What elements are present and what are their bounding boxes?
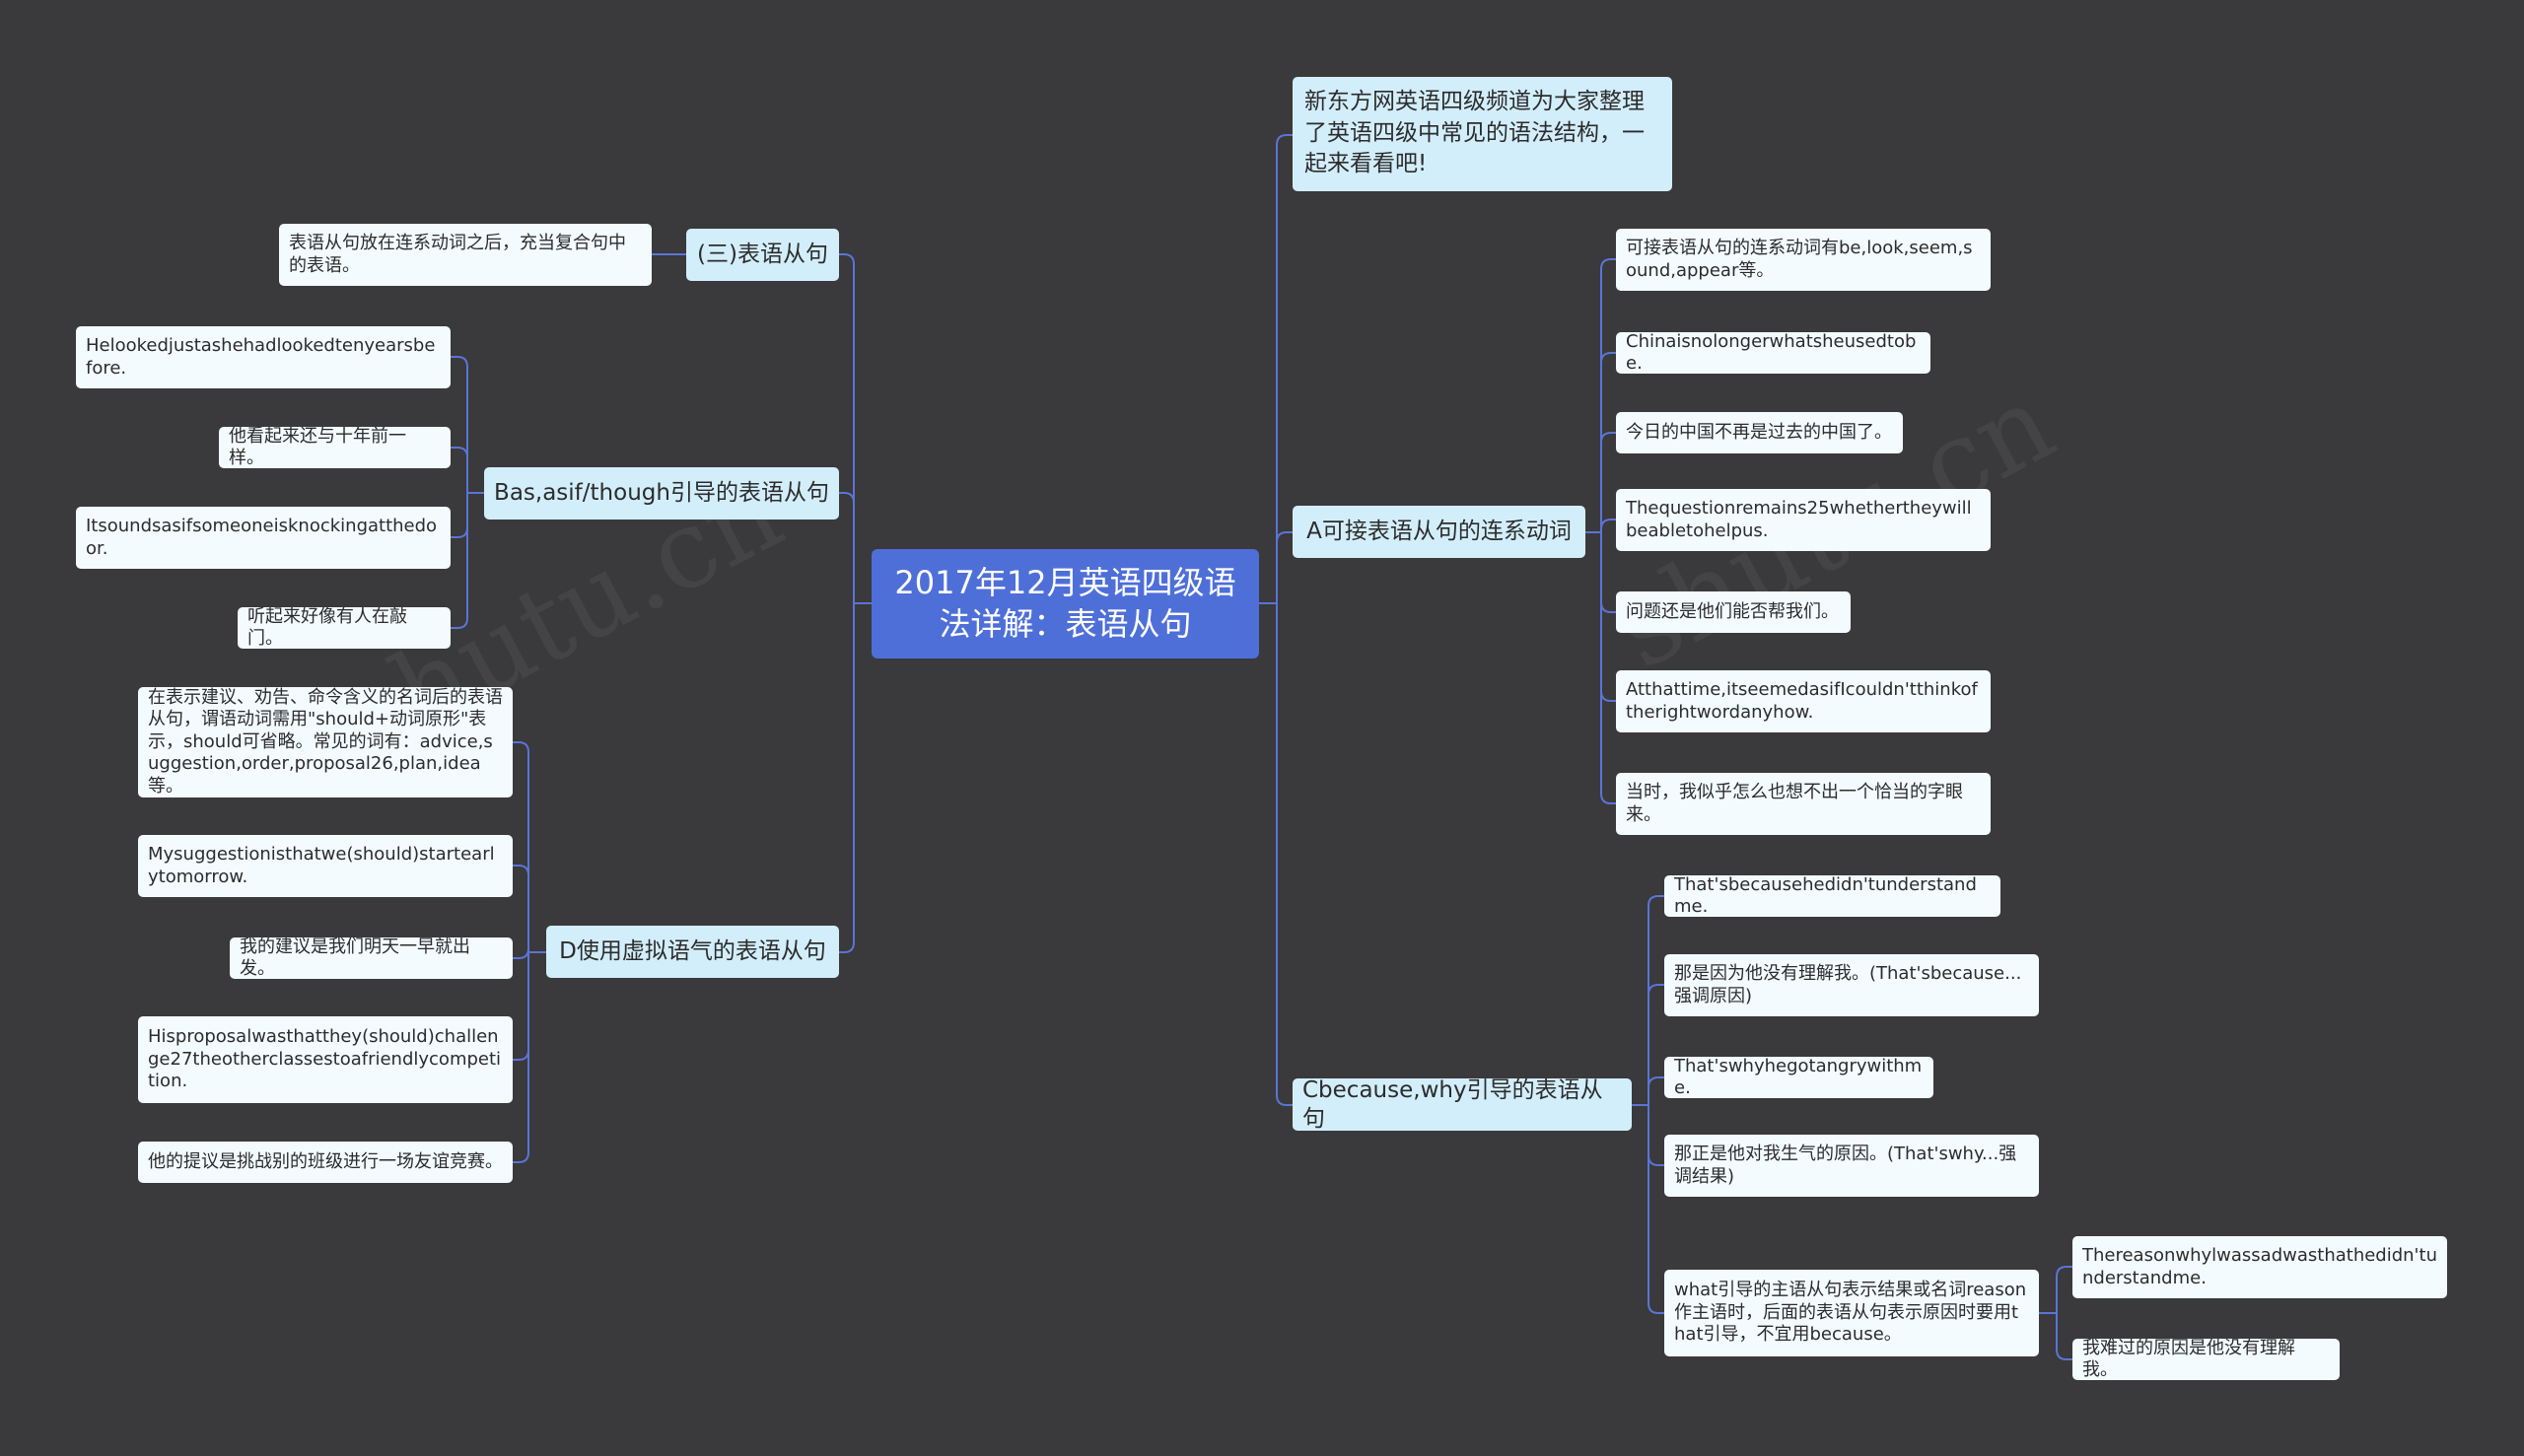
list-item[interactable]: Hisproposalwasthatthey(should)challenge2… xyxy=(138,1016,513,1103)
connector-line xyxy=(2056,1266,2072,1313)
list-item[interactable]: 那正是他对我生气的原因。(That'swhy...强调结果) xyxy=(1664,1135,2039,1197)
connector-line xyxy=(1600,258,1616,532)
list-item[interactable]: Itsoundsasifsomeoneisknockingatthedoor. xyxy=(76,507,451,569)
list-item[interactable]: Atthattime,itseemedasifIcouldn'tthinkoft… xyxy=(1616,670,1991,732)
connector-line xyxy=(1276,603,1293,1106)
list-item[interactable]: Mysuggestionisthatwe(should)startearlyto… xyxy=(138,835,513,897)
connector-line xyxy=(451,447,468,493)
list-item[interactable]: Thereasonwhylwassadwasthathedidn'tunders… xyxy=(2072,1236,2447,1298)
list-item[interactable]: 我难过的原因是他没有理解我。 xyxy=(2072,1339,2340,1380)
connector-line xyxy=(1600,352,1616,532)
connector-line xyxy=(1276,134,1293,603)
connector-line xyxy=(1648,1076,1664,1105)
connector-line xyxy=(1648,1105,1664,1166)
connector-line xyxy=(1648,1105,1664,1314)
connector-line xyxy=(451,493,468,538)
list-item[interactable]: 可接表语从句的连系动词有be,look,seem,sound,appear等。 xyxy=(1616,229,1991,291)
connector-line xyxy=(1600,519,1616,532)
list-item[interactable]: 表语从句放在连系动词之后，充当复合句中的表语。 xyxy=(279,224,652,286)
list-item[interactable]: 他看起来还与十年前一样。 xyxy=(219,427,451,468)
connector-line xyxy=(1648,984,1664,1105)
branch-predicative-clause[interactable]: (三)表语从句 xyxy=(686,229,839,281)
list-item[interactable]: 今日的中国不再是过去的中国了。 xyxy=(1616,412,1903,453)
list-item[interactable]: 当时，我似乎怎么也想不出一个恰当的字眼来。 xyxy=(1616,773,1991,835)
list-item[interactable]: Thequestionremains25whethertheywillbeabl… xyxy=(1616,489,1991,551)
connector-line xyxy=(839,603,855,953)
branch-subjunctive[interactable]: D使用虚拟语气的表语从句 xyxy=(546,926,839,978)
connector-line xyxy=(513,952,529,1061)
connector-line xyxy=(451,356,468,493)
list-item[interactable]: 我的建议是我们明天一早就出发。 xyxy=(230,937,513,979)
list-item[interactable]: Chinaisnolongerwhatsheusedtobe. xyxy=(1616,332,1930,374)
connector-line xyxy=(1600,532,1616,804)
branch-because-why[interactable]: Cbecause,why引导的表语从句 xyxy=(1293,1078,1632,1131)
list-item[interactable]: 他的提议是挑战别的班级进行一场友谊竞赛。 xyxy=(138,1142,513,1183)
connector-line xyxy=(513,865,529,952)
connector-line xyxy=(1648,895,1664,1105)
connector-line xyxy=(451,493,468,629)
connector-line xyxy=(513,741,529,952)
connector-line xyxy=(513,952,529,1163)
connector-line xyxy=(839,492,855,603)
list-item[interactable]: 在表示建议、劝告、命令含义的名词后的表语从句，谓语动词需用"should+动词原… xyxy=(138,687,513,797)
list-item[interactable]: That'sbecausehedidn'tunderstandme. xyxy=(1664,875,2000,917)
branch-linking-verbs[interactable]: A可接表语从句的连系动词 xyxy=(1293,506,1585,558)
connector-line xyxy=(1600,432,1616,532)
list-item[interactable]: 问题还是他们能否帮我们。 xyxy=(1616,591,1851,633)
list-item[interactable]: 听起来好像有人在敲门。 xyxy=(238,607,451,649)
list-item[interactable]: 那是因为他没有理解我。(That'sbecause...强调原因) xyxy=(1664,954,2039,1016)
list-item[interactable]: Helookedjustashehadlookedtenyearsbefore. xyxy=(76,326,451,388)
list-item[interactable]: what引导的主语从句表示结果或名词reason作主语时，后面的表语从句表示原因… xyxy=(1664,1270,2039,1356)
list-item[interactable]: That'swhyhegotangrywithme. xyxy=(1664,1057,1933,1098)
connector-line xyxy=(513,947,529,959)
connector-line xyxy=(839,253,855,603)
branch-as-if-though[interactable]: Bas,asif/though引导的表语从句 xyxy=(484,467,839,520)
connector-line xyxy=(1276,531,1293,603)
root-topic[interactable]: 2017年12月英语四级语法详解：表语从句 xyxy=(872,549,1259,659)
intro-note[interactable]: 新东方网英语四级频道为大家整理了英语四级中常见的语法结构，一起来看看吧! xyxy=(1293,77,1672,191)
connector-line xyxy=(2056,1313,2072,1360)
